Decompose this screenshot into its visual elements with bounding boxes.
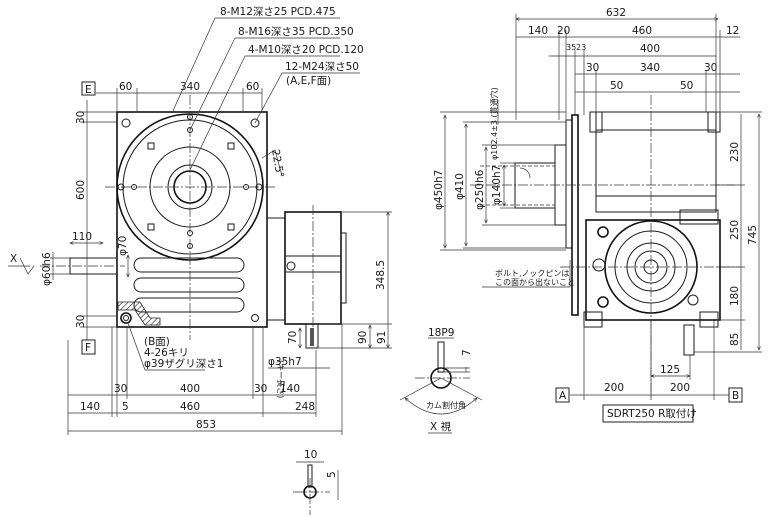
face-label-e: E <box>85 84 92 96</box>
dim-200-right: 200 <box>670 382 690 394</box>
side-gearbox <box>585 219 721 321</box>
front-dimensions <box>8 17 392 435</box>
dim-bore: φ70 <box>117 236 129 256</box>
dim-bottom-460: 460 <box>180 401 200 413</box>
face-label-b: B <box>732 390 739 402</box>
dim-460: 460 <box>632 25 652 37</box>
dim-bottom-30-right: 30 <box>254 383 267 395</box>
dim-top-340: 340 <box>180 81 200 93</box>
dim-bottom-248: 248 <box>295 401 315 413</box>
dim-top-60-left: 60 <box>119 81 132 93</box>
front-view <box>40 95 347 349</box>
dim-bottom-5: 5 <box>122 401 129 413</box>
dim-50-right: 50 <box>680 80 693 92</box>
dim-35: 35 <box>566 43 576 52</box>
view-marker-x: X <box>10 253 17 265</box>
dim-dia-250: φ250h6 <box>474 169 486 210</box>
dim-632: 632 <box>606 7 626 19</box>
dim-right-91: 91 <box>376 331 388 344</box>
output-shaft <box>305 323 319 349</box>
dim-340: 340 <box>640 62 660 74</box>
dim-745: 745 <box>747 225 759 245</box>
callout-m10: 4-M10深さ20 PCD.120 <box>248 44 364 56</box>
side-note-line2: この面から出ないこと <box>495 277 575 287</box>
side-labels: 632 140 20 460 12 35 23 400 30 340 30 50… <box>433 7 759 423</box>
callout-m24: 12-M24深さ50 <box>285 61 359 73</box>
detail-x-view: 18P9 7 カム割付角 X 視 <box>399 327 483 434</box>
face-label-f: F <box>85 342 91 354</box>
key-length-note: (キー長さ) <box>276 360 285 398</box>
dim-85: 85 <box>729 333 741 346</box>
dim-200-left: 200 <box>604 382 624 394</box>
dim-right-348-5: 348.5 <box>375 260 387 290</box>
dim-50-left: 50 <box>610 80 623 92</box>
dim-12: 12 <box>726 25 739 37</box>
dim-right-90: 90 <box>357 331 369 344</box>
dim-left-600: 600 <box>75 180 87 200</box>
dim-shaft-length: 110 <box>72 231 92 243</box>
dim-20: 20 <box>557 25 570 37</box>
dim-30-left: 30 <box>586 62 599 74</box>
detail-small-depth: 5 <box>326 471 338 478</box>
front-body <box>116 111 268 328</box>
callout-m12: 8-M12深さ25 PCD.475 <box>220 6 336 18</box>
bolt-holes <box>117 114 263 324</box>
dim-bottom-30-left: 30 <box>114 383 127 395</box>
dim-400: 400 <box>640 43 660 55</box>
mount-note-face: (B面) <box>144 336 170 348</box>
callout-m16: 8-M16深さ35 PCD.350 <box>238 26 354 38</box>
dim-angle: 22.5° <box>269 148 286 178</box>
dim-bottom-400: 400 <box>180 383 200 395</box>
dim-250: 250 <box>729 220 741 240</box>
dim-30-right: 30 <box>704 62 717 74</box>
dim-total-853: 853 <box>196 419 216 431</box>
dim-bottom-140-left: 140 <box>80 401 100 413</box>
front-labels: 8-M12深さ25 PCD.475 8-M16深さ35 PCD.350 4-M1… <box>10 6 388 431</box>
front-gearbox <box>266 217 286 321</box>
dim-dia-450: φ450h7 <box>433 170 445 210</box>
detail-x-title: X 視 <box>430 420 452 433</box>
dim-left-30-bottom: 30 <box>75 315 87 328</box>
dim-top-60-right: 60 <box>246 81 259 93</box>
dim-23: 23 <box>576 43 586 52</box>
detail-key-depth: 7 <box>461 349 473 356</box>
dim-output-shaft: φ35h7 <box>268 356 302 368</box>
dim-125: 125 <box>660 364 680 376</box>
detail-small-width: 10 <box>304 449 317 461</box>
side-view <box>470 95 740 400</box>
dim-shaft-dia: φ60h6 <box>41 252 53 286</box>
detail-key-width: 18P9 <box>428 327 454 339</box>
detail-arc-label: カム割付角 <box>426 400 466 410</box>
dim-bottom-140-right: 140 <box>280 383 300 395</box>
side-dimensions <box>440 14 762 400</box>
detail-small-view: 10 5 <box>293 449 339 515</box>
dim-dia-410: φ410 <box>454 173 466 200</box>
mount-note-counterbore: φ39ザグリ深さ1 <box>144 357 223 370</box>
dim-230: 230 <box>729 142 741 162</box>
dim-key-length: 70 <box>287 331 299 344</box>
model-label: SDRT250 R取付け <box>607 407 697 420</box>
dim-dia-102: φ102.4±3 (貫通穴) <box>489 87 499 160</box>
dim-left-30-top: 30 <box>75 111 87 124</box>
mount-note-holes: 4-26キリ <box>144 347 189 359</box>
callout-faces: (A,E,F面) <box>286 75 331 87</box>
dim-dia-140: φ140h7 <box>491 165 503 205</box>
face-label-a: A <box>559 390 567 402</box>
dim-140: 140 <box>528 25 548 37</box>
side-note-line1: ボルト,ノックピンは <box>495 269 569 278</box>
dim-180: 180 <box>729 286 741 306</box>
